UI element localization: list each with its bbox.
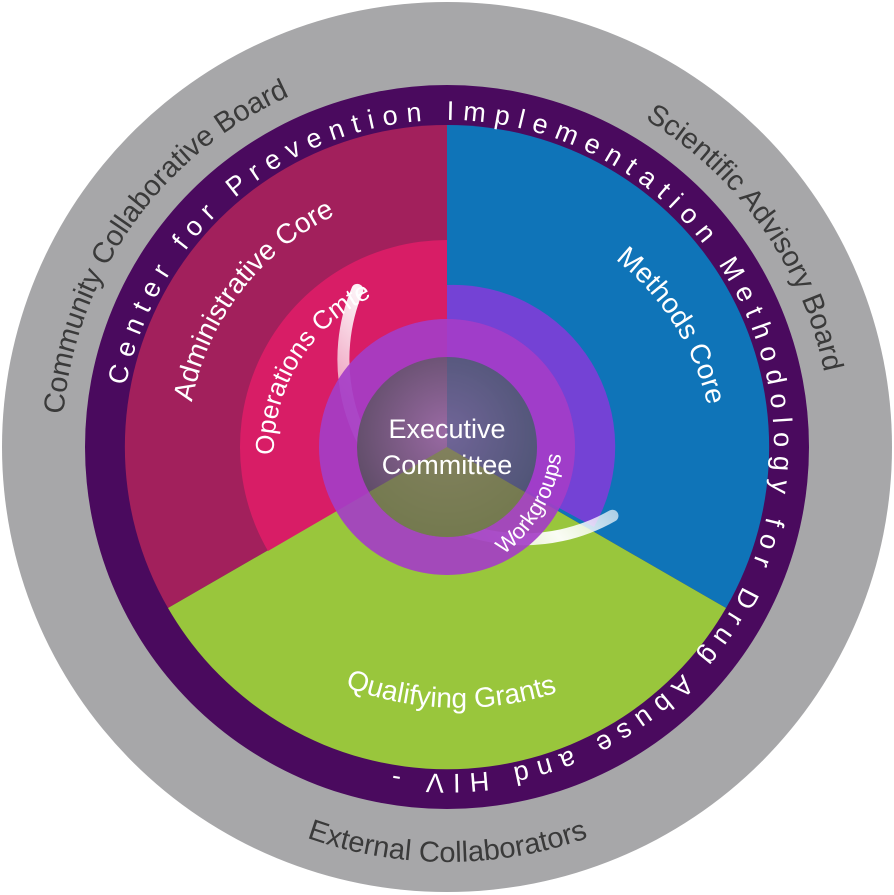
executive-blue-overlay	[447, 356, 538, 492]
executive-label-line2: Committee	[382, 450, 513, 480]
executive-label-line1: Executive	[388, 414, 505, 444]
executive-green-overlay	[369, 447, 525, 538]
